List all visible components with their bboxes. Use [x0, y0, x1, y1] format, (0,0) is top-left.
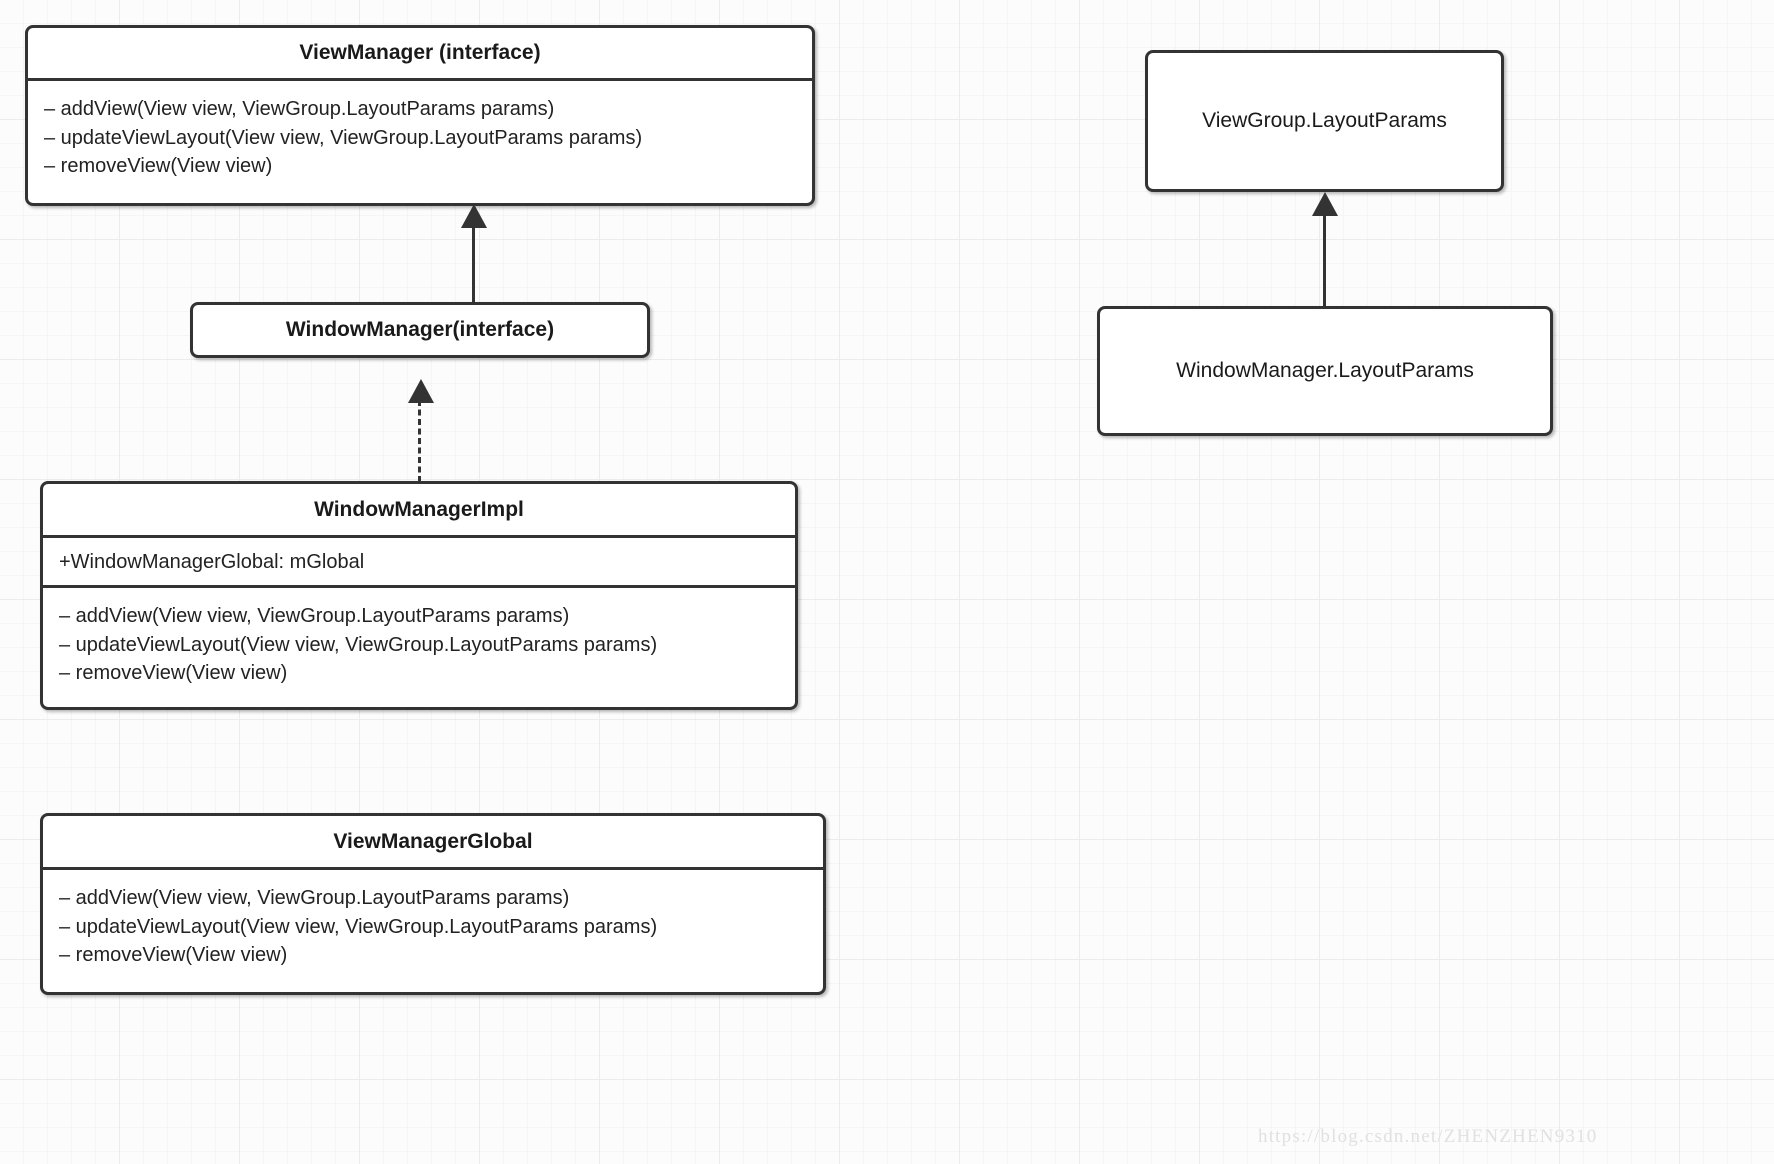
method-line: – updateViewLayout(View view, ViewGroup.…	[59, 633, 658, 656]
class-title-window-manager-layout-params: WindowManager.LayoutParams	[1176, 359, 1474, 382]
attributes-compartment-window-manager-impl: +WindowManagerGlobal: mGlobal	[43, 535, 795, 585]
class-title-view-manager: ViewManager (interface)	[299, 41, 541, 64]
methods-compartment-window-manager-impl: – addView(View view, ViewGroup.LayoutPar…	[43, 585, 795, 707]
methods-compartment-view-manager: – addView(View view, ViewGroup.LayoutPar…	[28, 78, 812, 203]
class-title-window-manager: WindowManager(interface)	[285, 318, 555, 341]
method-line: – addView(View view, ViewGroup.LayoutPar…	[59, 887, 570, 909]
class-title-window-manager-impl: WindowManagerImpl	[314, 497, 524, 521]
connector-line-window-manager-impl-to-window-manager	[418, 400, 421, 482]
method-line: – removeView(View view)	[44, 155, 273, 178]
class-title-view-manager-global: ViewManagerGlobal	[333, 829, 533, 853]
class-box-window-manager[interactable]: WindowManager(interface)	[190, 302, 650, 358]
arrowhead-realization-window-manager	[408, 379, 434, 403]
watermark-text: https://blog.csdn.net/ZHENZHEN9310	[1258, 1126, 1598, 1147]
attribute-line: +WindowManagerGlobal: mGlobal	[59, 551, 365, 573]
method-line: – removeView(View view)	[59, 944, 288, 967]
methods-compartment-view-manager-global: – addView(View view, ViewGroup.LayoutPar…	[43, 867, 823, 992]
method-line: – updateViewLayout(View view, ViewGroup.…	[44, 126, 643, 149]
connector-line-window-manager-to-view-manager	[472, 225, 475, 303]
class-box-view-group-layout-params[interactable]: ViewGroup.LayoutParams	[1145, 50, 1504, 192]
class-box-window-manager-layout-params[interactable]: WindowManager.LayoutParams	[1097, 306, 1553, 436]
class-box-view-manager-global[interactable]: ViewManagerGlobal – addView(View view, V…	[40, 813, 826, 995]
method-line: – updateViewLayout(View view, ViewGroup.…	[59, 915, 658, 938]
class-title-view-group-layout-params: ViewGroup.LayoutParams	[1202, 109, 1447, 132]
method-line: – addView(View view, ViewGroup.LayoutPar…	[59, 605, 570, 627]
class-box-view-manager[interactable]: ViewManager (interface) – addView(View v…	[25, 25, 815, 206]
arrowhead-generalization-view-manager	[461, 204, 487, 228]
class-box-window-manager-impl[interactable]: WindowManagerImpl +WindowManagerGlobal: …	[40, 481, 798, 710]
method-line: – removeView(View view)	[59, 662, 288, 685]
connector-line-window-manager-layout-params-to-view-group-layout-params	[1323, 213, 1326, 306]
arrowhead-generalization-view-group-layout-params	[1312, 192, 1338, 216]
method-line: – addView(View view, ViewGroup.LayoutPar…	[44, 98, 555, 120]
